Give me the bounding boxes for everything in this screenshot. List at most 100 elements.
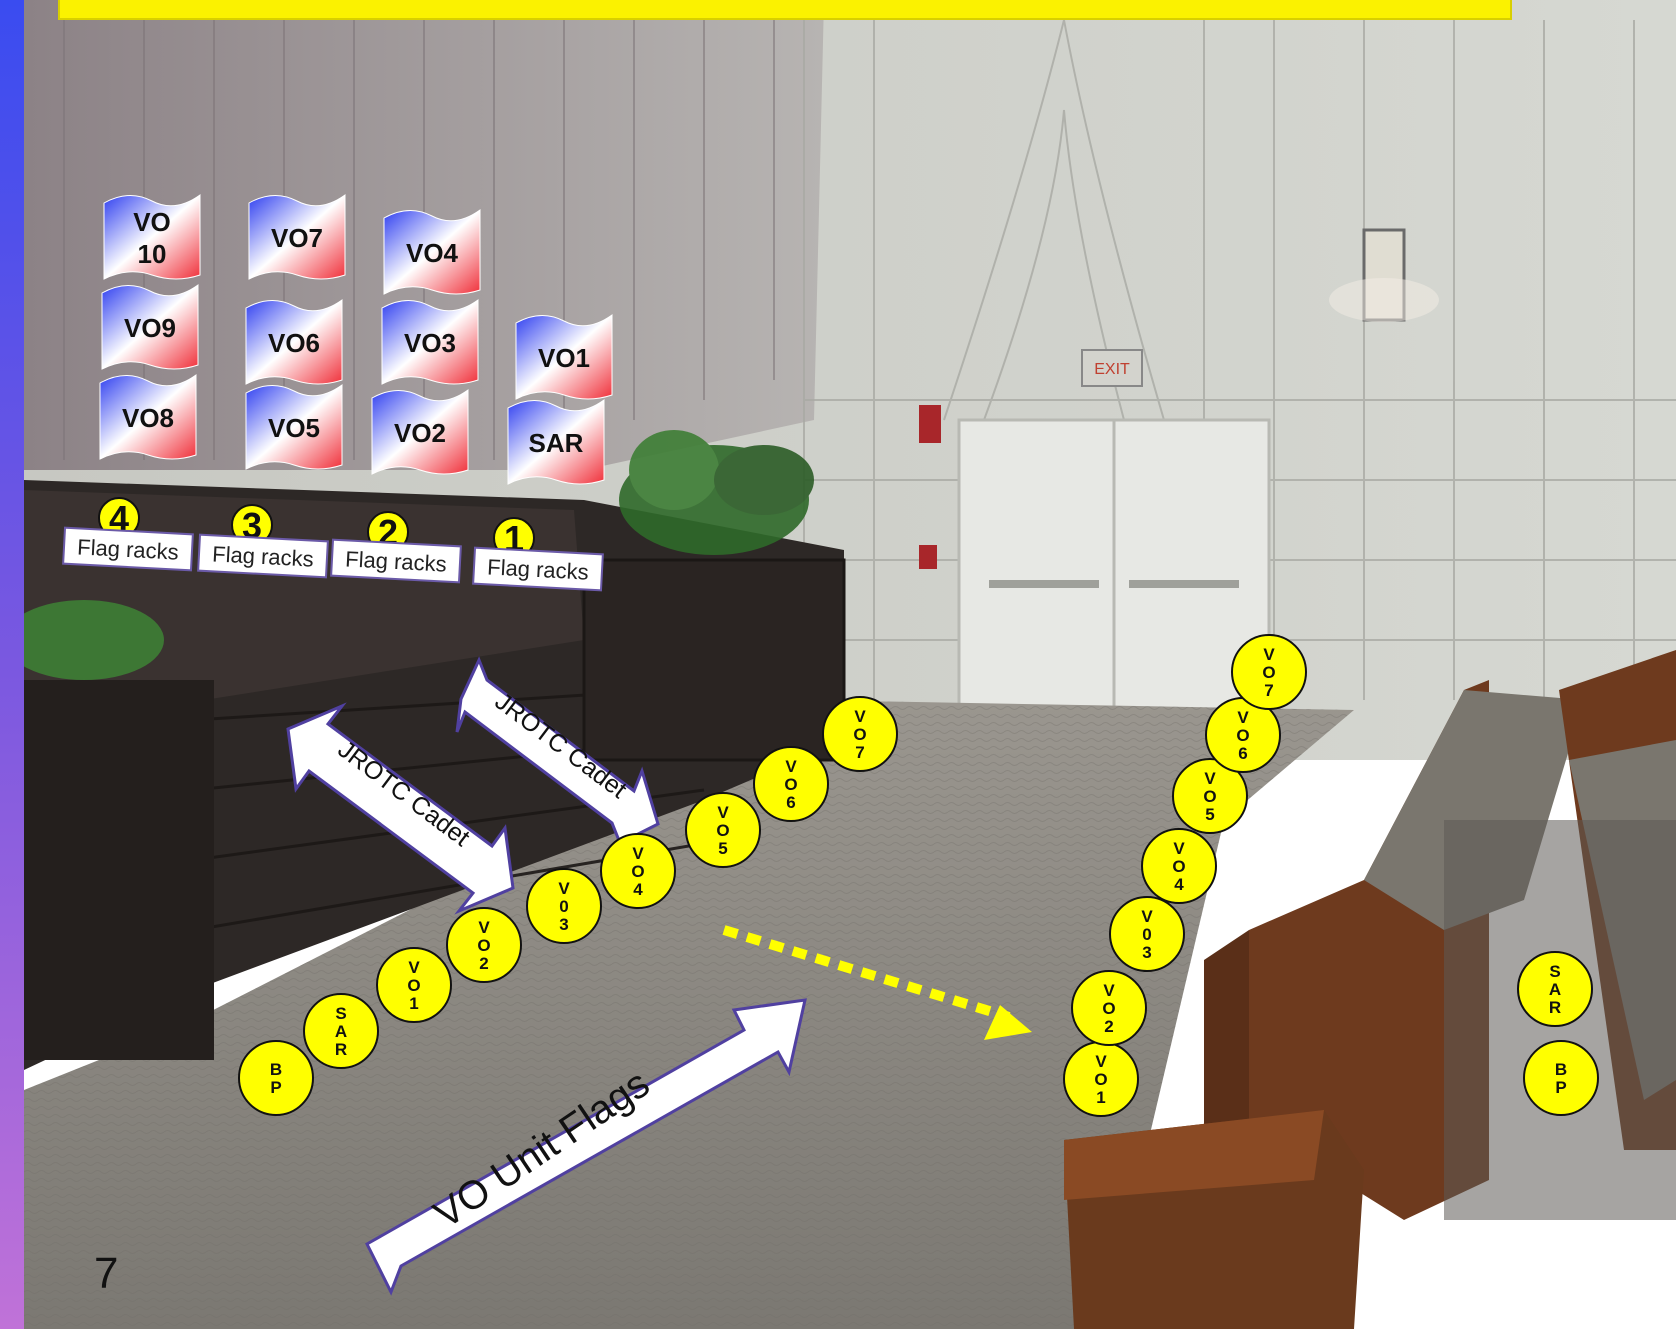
marker-markers_right-vo7: VO7	[1232, 635, 1306, 709]
marker-label: 7	[1264, 681, 1273, 700]
marker-label: B	[1555, 1060, 1567, 1079]
marker-label: 6	[1238, 744, 1247, 763]
marker-label: 2	[479, 954, 488, 973]
marker-label: V	[1204, 769, 1216, 788]
flag-rack-label: Flag racks	[77, 534, 180, 564]
flag-vo9-label: VO9	[124, 313, 176, 343]
marker-label: 1	[1096, 1088, 1105, 1107]
marker-label: A	[1549, 980, 1561, 999]
flag-vo7-icon: VO7	[249, 195, 345, 279]
marker-label: P	[1555, 1078, 1566, 1097]
flag-vo1-icon: VO1	[516, 315, 612, 399]
marker-label: V	[1141, 907, 1153, 926]
marker-label: V	[558, 879, 570, 898]
marker-markers_right-vo4: VO4	[1142, 829, 1216, 903]
flag-sar-label: SAR	[529, 428, 584, 458]
marker-label: 5	[718, 839, 727, 858]
flag-vo10-label: 10	[138, 239, 167, 269]
marker-label: 7	[855, 743, 864, 762]
flag-vo5-icon: VO5	[246, 385, 342, 469]
flag-vo6-label: VO6	[268, 328, 320, 358]
marker-label: V	[1173, 839, 1185, 858]
marker-label: V	[1263, 645, 1275, 664]
marker-markers_far-sar: SAR	[1518, 952, 1592, 1026]
marker-label: 3	[1142, 943, 1151, 962]
marker-label: V	[1095, 1052, 1107, 1071]
marker-label: 1	[409, 994, 418, 1013]
marker-label: 4	[633, 880, 643, 899]
marker-label: O	[1102, 999, 1115, 1018]
marker-label: 6	[786, 793, 795, 812]
marker-label: 3	[559, 915, 568, 934]
flag-vo8-icon: VO8	[100, 375, 196, 459]
marker-label: V	[632, 844, 644, 863]
marker-markers_right-vo3: V03	[1110, 897, 1184, 971]
marker-label: O	[1172, 857, 1185, 876]
marker-label: O	[407, 976, 420, 995]
flag-vo5-label: VO5	[268, 413, 320, 443]
marker-label: V	[1103, 981, 1115, 1000]
marker-label: O	[1094, 1070, 1107, 1089]
side-accent-bar	[0, 0, 24, 1329]
title-banner	[58, 0, 1512, 20]
sanctuary-photo: EXIT	[24, 0, 1676, 1329]
marker-markers_right-vo1: VO1	[1064, 1042, 1138, 1116]
marker-label: P	[270, 1078, 281, 1097]
marker-markers_left-vo4: VO4	[601, 834, 675, 908]
flag-vo7-label: VO7	[271, 223, 323, 253]
marker-label: V	[408, 958, 420, 977]
marker-label: B	[270, 1060, 282, 1079]
flag-vo2-label: VO2	[394, 418, 446, 448]
marker-label: O	[784, 775, 797, 794]
flag-sar-icon: SAR	[508, 400, 604, 484]
flag-vo10-label: VO	[133, 207, 171, 237]
exit-sign: EXIT	[1094, 361, 1130, 378]
flag-rack-label: Flag racks	[212, 541, 315, 571]
marker-markers_left-sar: SAR	[304, 994, 378, 1068]
marker-label: 0	[1142, 925, 1151, 944]
marker-label: O	[631, 862, 644, 881]
marker-markers_left-vo6: VO6	[754, 747, 828, 821]
marker-label: 5	[1205, 805, 1214, 824]
flag-vo8-label: VO8	[122, 403, 174, 433]
flag-vo4-label: VO4	[406, 238, 459, 268]
flag-vo1-label: VO1	[538, 343, 590, 373]
marker-label: V	[1237, 708, 1249, 727]
marker-label: O	[716, 821, 729, 840]
marker-label: R	[1549, 998, 1561, 1017]
marker-label: 0	[559, 897, 568, 916]
marker-label: S	[335, 1004, 346, 1023]
flag-vo3-icon: VO3	[382, 300, 478, 384]
marker-label: S	[1549, 962, 1560, 981]
flag-vo6-icon: VO6	[246, 300, 342, 384]
marker-label: V	[478, 918, 490, 937]
marker-label: 2	[1104, 1017, 1113, 1036]
marker-label: O	[1203, 787, 1216, 806]
marker-markers_left-vo2: VO2	[447, 908, 521, 982]
marker-label: O	[477, 936, 490, 955]
marker-markers_far-bp: BP	[1524, 1041, 1598, 1115]
marker-label: O	[853, 725, 866, 744]
marker-markers_right-vo2: VO2	[1072, 971, 1146, 1045]
flag-vo9-icon: VO9	[102, 285, 198, 369]
marker-label: O	[1236, 726, 1249, 745]
marker-label: R	[335, 1040, 347, 1059]
marker-markers_left-vo3: V03	[527, 869, 601, 943]
marker-label: A	[335, 1022, 347, 1041]
flag-vo3-label: VO3	[404, 328, 456, 358]
marker-label: V	[854, 707, 866, 726]
page-number: 7	[94, 1252, 118, 1296]
marker-markers_left-vo1: VO1	[377, 948, 451, 1022]
marker-markers_left-vo5: VO5	[686, 793, 760, 867]
marker-label: V	[717, 803, 729, 822]
marker-markers_left-bp: BP	[239, 1041, 313, 1115]
marker-markers_left-vo7: VO7	[823, 697, 897, 771]
marker-label: O	[1262, 663, 1275, 682]
flag-vo2-icon: VO2	[372, 390, 468, 474]
marker-label: V	[785, 757, 797, 776]
sanctuary-scene: EXIT	[24, 0, 1676, 1329]
flag-rack-label: Flag racks	[487, 554, 590, 584]
flag-vo4-icon: VO4	[384, 210, 480, 294]
marker-label: 4	[1174, 875, 1184, 894]
